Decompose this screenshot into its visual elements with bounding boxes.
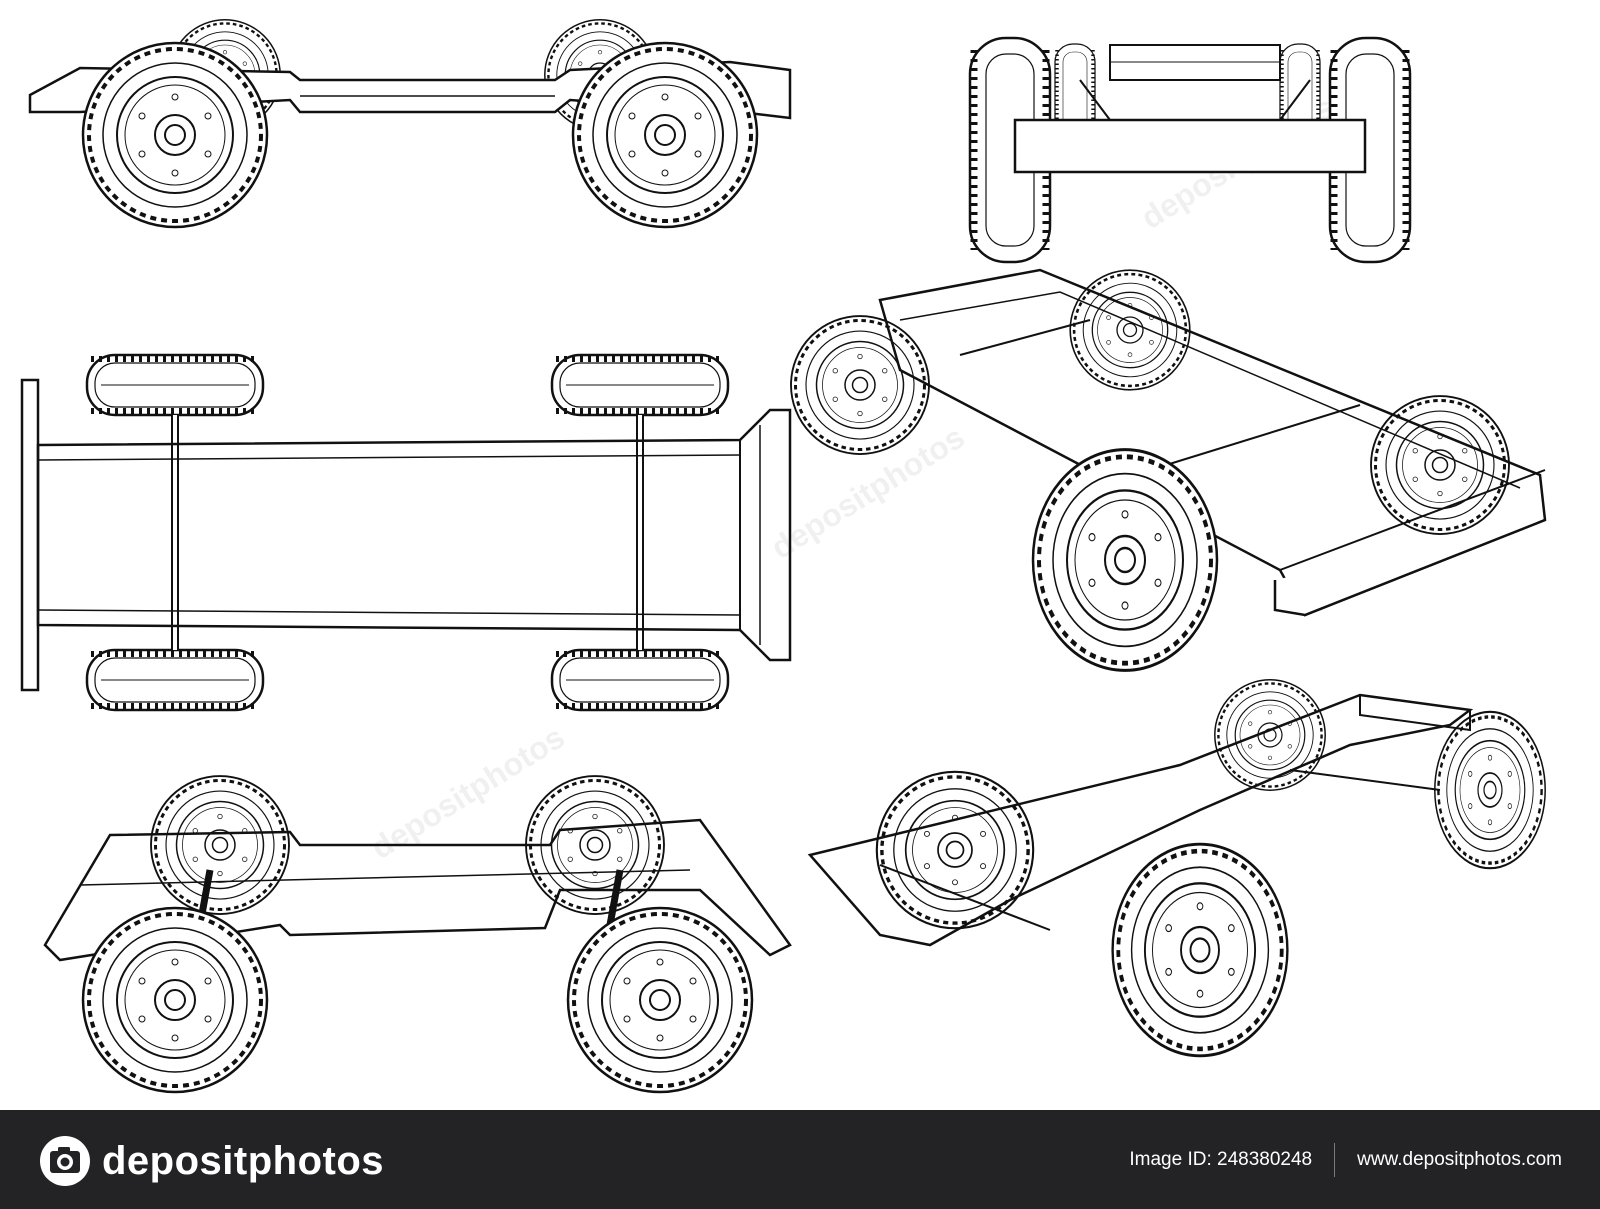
chassis-line-drawings: depositphotos depositphotos depositphoto… bbox=[20, 0, 1547, 1094]
image-id-label: Image ID: 248380248 bbox=[1129, 1148, 1313, 1170]
chassis-side-view bbox=[28, 18, 792, 229]
chassis-top-view bbox=[20, 355, 792, 710]
chassis-perspective-view-2 bbox=[807, 678, 1547, 1056]
chassis-front-view bbox=[970, 38, 1410, 262]
footer-separator bbox=[1334, 1142, 1336, 1177]
chassis-underside-view bbox=[43, 774, 792, 1094]
depositphotos-logo[interactable]: depositphotos bbox=[38, 1134, 384, 1188]
watermark-text: depositphotos bbox=[422, 0, 615, 5]
camera-aperture-icon bbox=[40, 1136, 90, 1186]
chassis-perspective-view-1 bbox=[789, 268, 1547, 670]
logo-text: depositphotos bbox=[102, 1139, 385, 1183]
site-url-link[interactable]: www.depositphotos.com bbox=[1357, 1148, 1562, 1170]
footer-bar: depositphotos Image ID: 248380248 www.de… bbox=[0, 1110, 1600, 1209]
